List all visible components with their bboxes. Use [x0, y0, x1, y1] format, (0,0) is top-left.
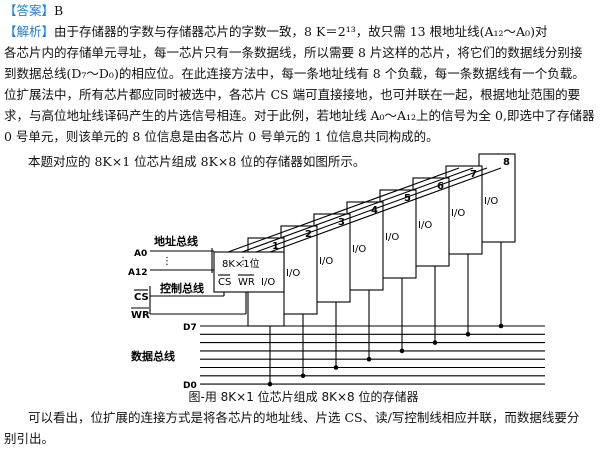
chip-number-8: 8 — [503, 157, 510, 168]
analysis-line-2: 各芯片内的存储单元寻址，每一芯片只有一条数据线，所以需要 8 片这样的芯片，将它… — [4, 45, 583, 60]
conclusion-line-2: 别引出。 — [4, 431, 55, 446]
data-junction-1 — [267, 381, 273, 387]
chip-number-3: 3 — [338, 217, 345, 228]
chip-number-1: 1 — [272, 241, 279, 252]
chip-number-4: 4 — [371, 205, 378, 216]
chip-1-cs-label: CS — [218, 277, 231, 288]
address-fanout-line — [241, 167, 474, 253]
chip-number-5: 5 — [404, 193, 411, 204]
analysis-line-4: 位扩展法中，所有芯片都应同时被选中，各芯片 CS 端可直接接地，也可并联在一起，… — [4, 87, 581, 102]
conclusion-line-1: 可以看出，位扩展的连接方式是将各芯片的地址线、片选 CS、读/写控制线相应并联，… — [28, 410, 580, 425]
chip-1-body — [213, 251, 285, 293]
d0-label: D0 — [183, 381, 197, 391]
address-fanout-line — [269, 167, 502, 253]
chip-io-label-4: I/O — [352, 244, 366, 255]
chip-number-6: 6 — [437, 181, 444, 192]
chip-io-label-2: I/O — [286, 268, 300, 279]
analysis-line-1: 【解析】由于存储器的字数与存储器芯片的字数一致，8 K＝2¹³，故只需 13 根… — [4, 21, 604, 42]
answer-tag: 【答案】 — [4, 3, 55, 18]
analysis-line-6: 0 号单元，则该单元的 8 位信息是由各芯片 0 号单元的 1 位信息共同构成的… — [4, 129, 439, 144]
analysis-line-3: 到数据总线(D₇～D₀)的相应位。在此连接方法中，每一条地址线有 8 个负载，每… — [4, 66, 585, 81]
data-bus-label: 数据总线 — [131, 349, 175, 363]
answer-value: B — [54, 3, 64, 18]
data-junction-4 — [366, 356, 372, 362]
chip-number-7: 7 — [470, 169, 477, 180]
data-junction-3 — [333, 365, 339, 370]
analysis-line-5: 求，与高位地址线译码产生的片选信号相连。对于此例，若地址线 A₀～A₁₂上的信号… — [4, 108, 595, 123]
address-fanout-line — [227, 167, 460, 253]
chip-io-label-5: I/O — [385, 232, 399, 243]
data-junction-7 — [465, 332, 471, 337]
answer-line: 【答案】B — [4, 0, 604, 21]
chip-io-label-3: I/O — [319, 256, 333, 267]
address-dots: ⋮ — [162, 256, 172, 267]
address-fanout-line — [255, 167, 488, 253]
data-junction-5 — [399, 348, 405, 354]
data-junction-6 — [432, 340, 438, 345]
wr-label: WR — [131, 310, 150, 321]
analysis-line-7: 本题对应的 8K×1 位芯片组成 8K×8 位的存储器如图所示。 — [28, 154, 366, 169]
chip-io-label-7: I/O — [451, 208, 465, 219]
control-bus-label: 控制总线 — [160, 281, 204, 295]
chip-1-title: 8K×1位 — [222, 257, 260, 270]
a0-label: A0 — [134, 249, 147, 259]
d7-label: D7 — [183, 323, 197, 333]
analysis-text-1: 由于存储器的字数与存储器芯片的字数一致，8 K＝2¹³，故只需 13 根地址线(… — [54, 24, 548, 39]
figure-caption: 图-用 8K×1 位芯片组成 8K×8 位的存储器 — [188, 390, 419, 404]
chip-1-wr-label: WR — [238, 277, 255, 288]
address-dots-inner: ⋮ — [238, 256, 248, 267]
chip-number-2: 2 — [305, 229, 312, 240]
cs-label: CS — [134, 292, 149, 303]
chip-io-label-6: I/O — [418, 220, 432, 231]
data-junction-8 — [498, 323, 504, 329]
chip-io-label-8: I/O — [484, 196, 498, 207]
a12-label: A12 — [128, 268, 148, 278]
data-junction-2 — [300, 373, 306, 379]
chip-1-io-label: I/O — [261, 277, 275, 288]
address-bus-label: 地址总线 — [154, 234, 198, 248]
analysis-tag: 【解析】 — [4, 24, 55, 39]
